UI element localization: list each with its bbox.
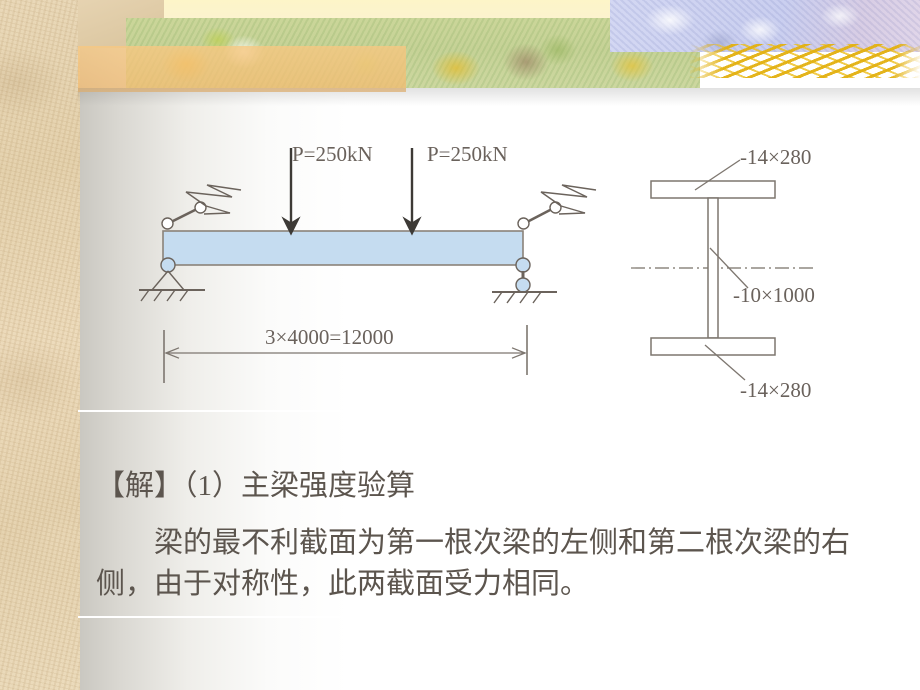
left-pinned-support: [139, 257, 205, 302]
right-lateral-brace: [517, 184, 597, 230]
header-lavender-floral-band: [610, 0, 920, 52]
load-label-right: P=250kN: [427, 142, 508, 166]
solution-heading: 【解】（1）主梁强度验算: [96, 470, 416, 502]
left-lateral-brace: [161, 184, 242, 230]
section-web: [707, 197, 719, 339]
section-top-flange-label: -14×280: [740, 145, 812, 169]
slide-body-text: 【解】（1）主梁强度验算 梁的最不利截面为第一根次梁的左侧和第二根次梁的右侧，由…: [96, 466, 856, 606]
section-diagram: [631, 159, 817, 381]
load-label-left: P=250kN: [292, 142, 373, 166]
span-dimension-line: [163, 325, 528, 383]
header-gold-wheat-spray: [690, 44, 920, 78]
right-rocker-support: [492, 257, 557, 304]
beam-diagram: [139, 148, 597, 383]
section-top-flange: [650, 180, 776, 199]
solution-paragraph: 梁的最不利截面为第一根次梁的左侧和第二根次梁的右侧，由于对称性，此两截面受力相同…: [96, 527, 851, 601]
separator-line-lower: [78, 616, 920, 618]
leader-top-flange: [694, 159, 741, 191]
slide-content-background: [78, 0, 920, 690]
leader-web: [709, 247, 749, 289]
header-drop-shadow: [78, 88, 920, 106]
left-texture-border: [0, 0, 80, 690]
section-bottom-flange: [650, 337, 776, 356]
leader-bottom-flange: [704, 344, 746, 381]
main-beam: [162, 230, 524, 266]
separator-line-upper: [78, 410, 920, 412]
span-dimension-label: 3×4000=12000: [265, 325, 394, 349]
header-orange-band: [78, 46, 406, 92]
section-web-label: -10×1000: [733, 283, 815, 307]
section-bottom-flange-label: -14×280: [740, 378, 812, 402]
